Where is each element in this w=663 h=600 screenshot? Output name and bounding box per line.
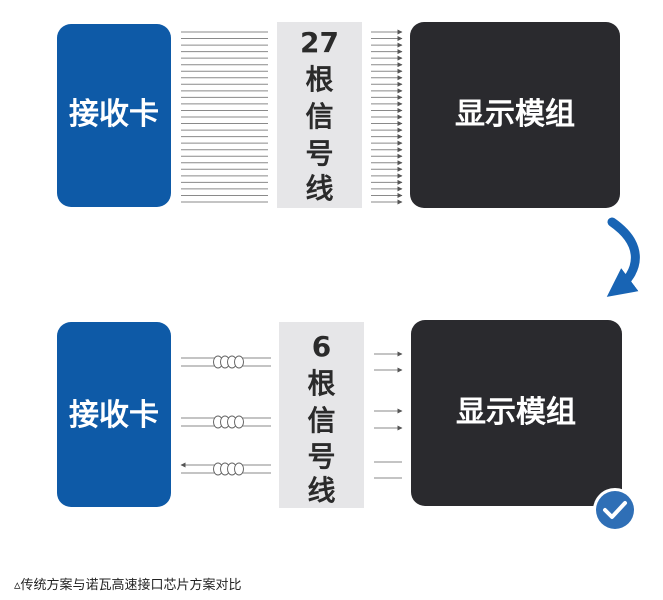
signal-unit-char: 根 (307, 367, 335, 400)
differential-pair-arrows-right (374, 351, 403, 479)
signal-word-char: 信 (307, 404, 335, 437)
twisted-pair-coil (234, 462, 244, 476)
differential-pair-lines-left (180, 355, 271, 476)
receiver-card-box (57, 322, 171, 507)
receiver-card-box (57, 24, 171, 207)
checkmark-badge-icon (593, 488, 637, 532)
signal-word-char: 信 (305, 100, 333, 133)
high-speed-scheme: 接收卡 6 根 信 号 线 显示模组 (57, 320, 637, 532)
signal-word-char: 号 (307, 440, 335, 473)
signal-count-panel (279, 322, 364, 508)
signal-unit-char: 根 (305, 63, 333, 96)
signal-word-char: 线 (305, 172, 333, 205)
twisted-pair-coil (234, 415, 244, 429)
receiver-card-label: 接收卡 (69, 398, 159, 433)
display-module-box (411, 320, 622, 506)
parallel-signal-lines-right (371, 29, 403, 205)
signal-word-char: 线 (307, 474, 335, 507)
receiver-card-label: 接收卡 (69, 97, 159, 132)
display-module-label: 显示模组 (456, 395, 576, 430)
signal-count-number: 6 (312, 330, 331, 363)
parallel-signal-lines-left (181, 31, 268, 203)
signal-count-panel (277, 22, 362, 208)
traditional-scheme: 接收卡 27 根 信 号 线 显示模组 (57, 22, 620, 208)
signal-word-char: 号 (305, 137, 333, 170)
figure-caption: ▵传统方案与诺瓦高速接口芯片方案对比 (14, 578, 242, 593)
transition-arrow-icon (606, 217, 640, 297)
signal-count-number: 27 (300, 26, 339, 59)
twisted-pair-coil (234, 355, 244, 369)
display-module-label: 显示模组 (455, 97, 575, 132)
display-module-box (410, 22, 620, 208)
